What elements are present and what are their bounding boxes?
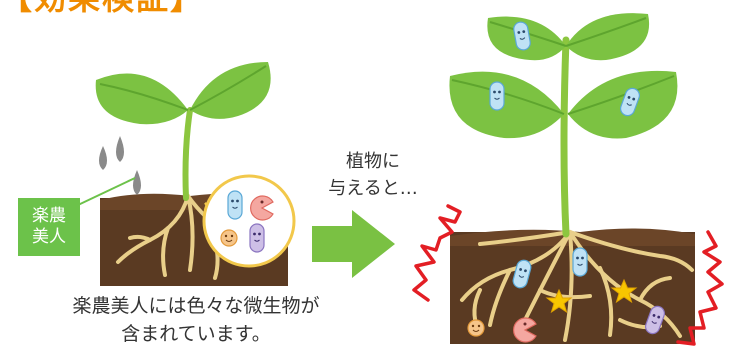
product-label-line1: 楽農	[32, 206, 66, 226]
caption-apply-line2: 与えると…	[328, 178, 418, 199]
microbe-zoom-bubble	[202, 174, 296, 268]
left-stem	[182, 107, 193, 201]
microbe-icon	[467, 319, 485, 337]
right-leaf-top-right	[566, 13, 650, 61]
right-leaf-low-left	[449, 71, 564, 139]
burst-line-icon	[412, 204, 724, 346]
tag-pointer-line	[77, 177, 136, 206]
microbe-icon	[249, 223, 265, 253]
caption-apply-line1: 植物に	[346, 151, 400, 172]
left-leaf-1	[95, 73, 188, 125]
caption-microbes-line2: 含まれています。	[121, 323, 271, 345]
microbe-icon	[489, 81, 505, 111]
microbe-icon	[572, 247, 588, 277]
caption-apply: 植物に 与えると…	[318, 148, 428, 202]
microbe-icon	[220, 229, 238, 247]
right-stem	[560, 36, 570, 238]
caption-microbes: 楽農美人には色々な微生物が 含まれています。	[46, 292, 346, 348]
grown-plant	[449, 13, 695, 344]
arrow-right-icon	[312, 210, 395, 278]
page-heading: 【効果検証】	[0, 0, 260, 16]
water-drop-icon	[99, 136, 141, 195]
microbe-icon	[227, 190, 243, 220]
caption-microbes-line1: 楽農美人には色々な微生物が	[72, 295, 320, 317]
product-label-tag: 楽農 美人	[18, 198, 80, 256]
product-label-line2: 美人	[32, 227, 66, 247]
